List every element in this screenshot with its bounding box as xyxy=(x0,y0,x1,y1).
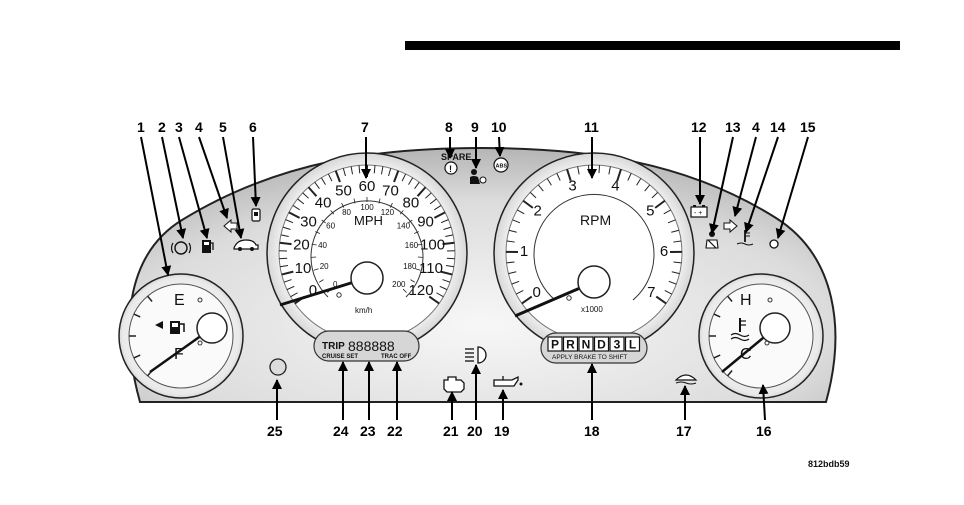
kmh-tick-label: 40 xyxy=(318,241,327,250)
callout-5: 5 xyxy=(219,119,227,135)
callout-15: 15 xyxy=(800,119,816,135)
svg-text:!: ! xyxy=(449,164,452,174)
kmh-tick-label: 140 xyxy=(397,222,411,231)
gear-letter: P xyxy=(551,338,559,352)
callout-3: 3 xyxy=(175,119,183,135)
callout-2: 2 xyxy=(158,119,166,135)
callout-arrow xyxy=(162,137,183,238)
callout-17: 17 xyxy=(676,423,692,439)
kmh-tick-label: 20 xyxy=(320,262,329,271)
callout-9: 9 xyxy=(471,119,479,135)
callout-12: 12 xyxy=(691,119,707,135)
kmh-tick-label: 180 xyxy=(403,262,417,271)
trac-off-label: TRAC OFF xyxy=(381,354,412,360)
callout-25: 25 xyxy=(267,423,283,439)
callout-10: 10 xyxy=(491,119,507,135)
gear-letter: N xyxy=(582,338,591,352)
speed-tick-label: 30 xyxy=(300,213,317,230)
battery-icon: - + xyxy=(691,205,707,217)
abs-label: ABS xyxy=(496,164,508,170)
tach-tick-label: 6 xyxy=(660,243,668,260)
gear-letter: R xyxy=(566,338,575,352)
callout-arrow xyxy=(778,137,808,238)
speed-tick-label: 70 xyxy=(382,182,399,199)
spare-label: SPARE xyxy=(441,152,471,162)
callout-4-left: 4 xyxy=(195,119,203,135)
gear-letter: 3 xyxy=(614,338,621,352)
callout-18: 18 xyxy=(584,423,600,439)
tach-multiplier-label: x1000 xyxy=(581,305,603,314)
odometer-digits: 888888 xyxy=(348,338,395,354)
tach-tick-label: 5 xyxy=(646,202,654,219)
gear-letter: D xyxy=(597,338,606,352)
speed-tick-label: 100 xyxy=(420,236,445,253)
tach-tick-label: 0 xyxy=(532,284,540,301)
speed-unit-label: MPH xyxy=(354,213,383,228)
fuel-gauge: E F xyxy=(119,274,243,398)
odometer-display: TRIP 888888 CRUISE SET TRAC OFF xyxy=(314,331,419,361)
svg-text:- +: - + xyxy=(694,210,702,217)
kmh-tick-label: 100 xyxy=(360,203,374,212)
kmh-tick-label: 60 xyxy=(326,222,335,231)
callout-arrow xyxy=(499,137,500,156)
rear-fog-light-icon xyxy=(270,359,286,375)
abs-icon: ABS xyxy=(494,158,508,172)
gear-letter: L xyxy=(629,338,636,352)
speed-kmh-label: km/h xyxy=(355,306,372,315)
temperature-gauge: H C xyxy=(699,274,823,398)
speedometer: 0102030405060708090100110120 02040608010… xyxy=(267,153,467,353)
callout-23: 23 xyxy=(360,423,376,439)
callout-19: 19 xyxy=(494,423,510,439)
speed-tick-label: 50 xyxy=(335,182,352,199)
tach-tick-label: 2 xyxy=(534,202,542,219)
gear-indicator: PRND3L APPLY BRAKE TO SHIFT xyxy=(541,333,647,363)
speed-tick-label: 90 xyxy=(417,213,434,230)
speed-tick-label: 20 xyxy=(293,236,310,253)
speed-minor-tick xyxy=(279,258,287,259)
callout-22: 22 xyxy=(387,423,403,439)
callout-16: 16 xyxy=(756,423,772,439)
speed-minor-tick xyxy=(447,258,455,259)
speed-tick-label: 60 xyxy=(359,178,376,195)
tach-tick-label: 1 xyxy=(520,243,528,260)
fuel-empty-label: E xyxy=(174,292,185,309)
callout-20: 20 xyxy=(467,423,483,439)
callout-21: 21 xyxy=(443,423,459,439)
callout-1: 1 xyxy=(137,119,145,135)
cruise-set-label: CRUISE SET xyxy=(322,354,358,360)
speed-tick-label: 80 xyxy=(403,195,420,212)
kmh-tick-label: 160 xyxy=(405,241,419,250)
callout-4-right: 4 xyxy=(752,119,760,135)
tach-tick-label: 4 xyxy=(611,177,619,194)
apply-brake-message: APPLY BRAKE TO SHIFT xyxy=(552,354,627,361)
high-beam-indicator-icon xyxy=(770,240,778,248)
figure-code: 812bdb59 xyxy=(808,459,850,469)
callout-6: 6 xyxy=(249,119,257,135)
speed-tick-label: 10 xyxy=(295,260,312,277)
callout-14: 14 xyxy=(770,119,786,135)
callout-24: 24 xyxy=(333,423,349,439)
callout-11: 11 xyxy=(584,119,599,135)
kmh-tick-label: 80 xyxy=(342,208,351,217)
kmh-tick-label: 200 xyxy=(392,280,406,289)
security-light-icon xyxy=(252,209,260,221)
temp-hot-label: H xyxy=(740,292,752,309)
speed-major-tick xyxy=(280,243,292,244)
callout-8: 8 xyxy=(445,119,453,135)
callout-13: 13 xyxy=(725,119,741,135)
tachometer: 0 1 2 3 4 5 6 7 RPM x1000 xyxy=(494,153,694,353)
trip-label: TRIP xyxy=(322,341,345,352)
tach-tick-label: 7 xyxy=(647,284,655,301)
tach-unit-label: RPM xyxy=(580,212,611,228)
tach-tick-label: 3 xyxy=(568,177,576,194)
speed-tick-label: 40 xyxy=(315,195,332,212)
callout-7: 7 xyxy=(361,119,369,135)
